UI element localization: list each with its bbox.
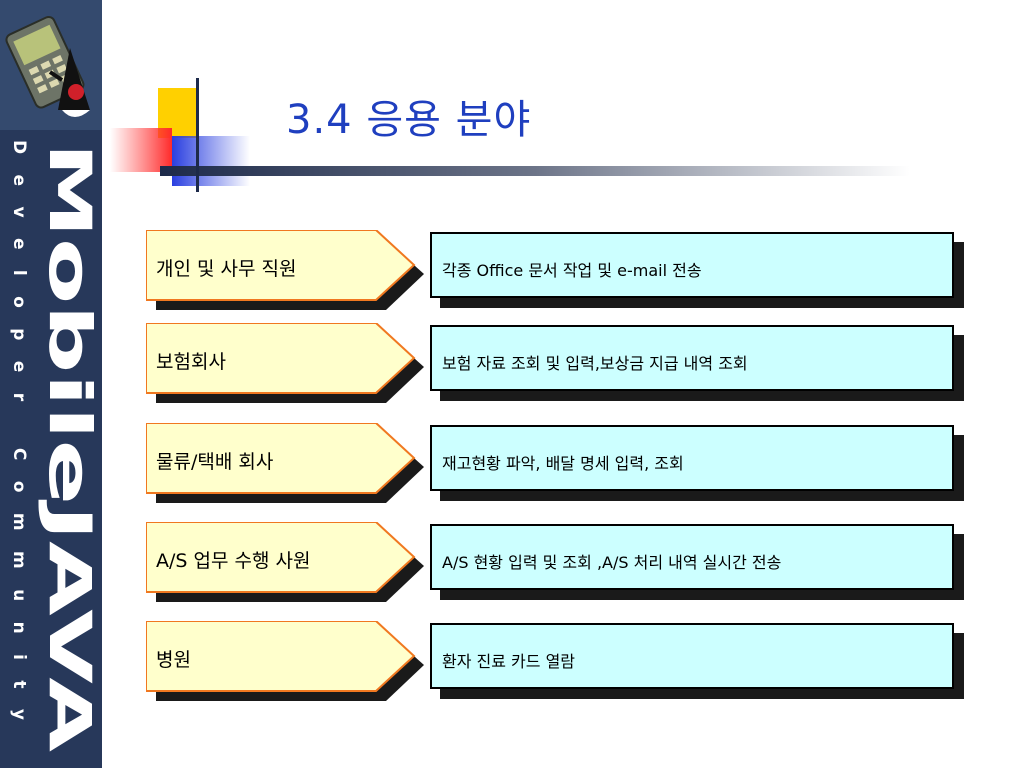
list-item: 물류/택배 회사 재고현황 파악, 배달 명세 입력, 조회: [146, 423, 976, 503]
description-text: A/S 현황 입력 및 조회 ,A/S 처리 내역 실시간 전송: [442, 553, 782, 572]
list-item: 병원 환자 진료 카드 열람: [146, 621, 976, 701]
description-text: 재고현황 파악, 배달 명세 입력, 조회: [442, 454, 684, 473]
list-item: 보험회사 보험 자료 조회 및 입력,보상금 지급 내역 조회: [146, 323, 976, 403]
description-box: A/S 현황 입력 및 조회 ,A/S 처리 내역 실시간 전송: [430, 524, 954, 590]
category-arrow-shape: [146, 323, 424, 403]
category-label: 물류/택배 회사: [156, 451, 274, 473]
description-box: 보험 자료 조회 및 입력,보상금 지급 내역 조회: [430, 325, 954, 391]
description-box: 각종 Office 문서 작업 및 e-mail 전송: [430, 232, 954, 298]
brand-subtitle: Developer Community: [9, 140, 29, 720]
duke-mascot-icon: [0, 0, 102, 130]
description-box: 환자 진료 카드 열람: [430, 623, 954, 689]
category-label: A/S 업무 수행 사원: [156, 550, 311, 572]
brand-logo-text: MobileJAVA: [38, 142, 98, 752]
page-title: 3.4 응용 분야: [286, 97, 532, 143]
brand-sub-text: Developer Community: [9, 140, 29, 720]
category-arrow-shape: [146, 423, 424, 503]
list-item: A/S 업무 수행 사원 A/S 현황 입력 및 조회 ,A/S 처리 내역 실…: [146, 522, 976, 602]
category-arrow-shape: [146, 230, 424, 310]
sidebar-banner: MobileJAVA Developer Community: [0, 0, 102, 768]
list-item: 개인 및 사무 직원 각종 Office 문서 작업 및 e-mail 전송: [146, 230, 976, 310]
description-text: 환자 진료 카드 열람: [442, 652, 576, 671]
title-decoration: [110, 78, 910, 192]
category-label: 개인 및 사무 직원: [156, 258, 297, 280]
description-text: 보험 자료 조회 및 입력,보상금 지급 내역 조회: [442, 354, 748, 373]
description-box: 재고현황 파악, 배달 명세 입력, 조회: [430, 425, 954, 491]
brand-main-text: MobileJAVA: [38, 142, 98, 752]
category-arrow-shape: [146, 621, 424, 701]
description-text: 각종 Office 문서 작업 및 e-mail 전송: [442, 261, 702, 280]
category-label: 보험회사: [156, 351, 226, 373]
category-arrow-shape: [146, 522, 424, 602]
category-label: 병원: [156, 649, 191, 671]
